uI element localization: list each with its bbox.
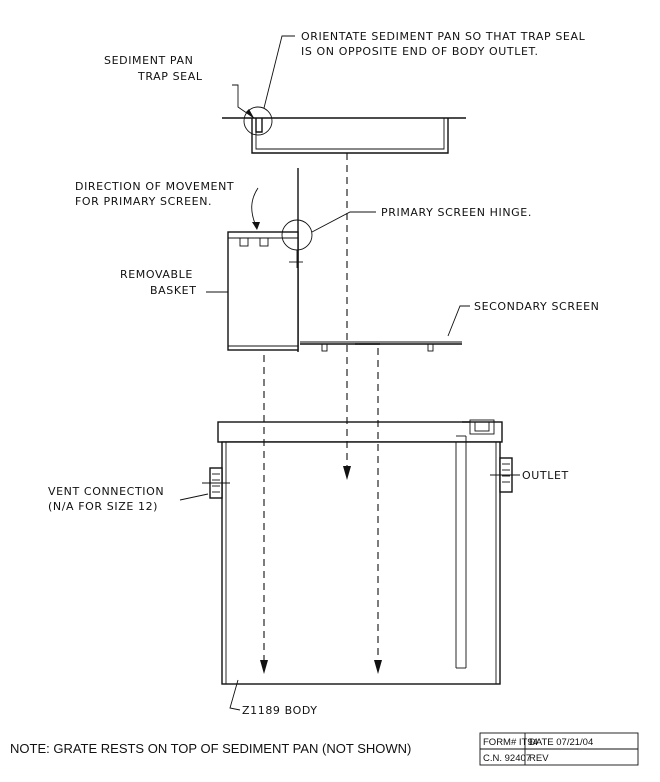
label-sediment-pan: SEDIMENT PAN (104, 54, 193, 67)
label-direction-line2: FOR PRIMARY SCREEN. (75, 195, 212, 208)
label-body: Z1189 BODY (242, 704, 318, 717)
assembly-lines (260, 153, 382, 674)
title-block-cn: C.N. 92407 (483, 753, 531, 764)
label-orientate-line2: IS ON OPPOSITE END OF BODY OUTLET. (301, 45, 539, 58)
primary-screen-hinge (281, 219, 313, 268)
leader-lines (179, 35, 518, 711)
grate-note: NOTE: GRATE RESTS ON TOP OF SEDIMENT PAN… (10, 741, 411, 756)
title-block-date: DATE 07/21/04 (529, 737, 593, 748)
title-block: FORM# IT94 DATE 07/21/04 C.N. 92407 REV (479, 732, 639, 766)
label-outlet: OUTLET (522, 469, 569, 482)
label-vent-na: (N/A FOR SIZE 12) (48, 500, 158, 513)
label-direction-line1: DIRECTION OF MOVEMENT (75, 180, 234, 193)
sediment-pan (222, 106, 466, 154)
label-trap-seal: TRAP SEAL (137, 70, 203, 83)
title-block-rev: REV (529, 753, 549, 764)
label-primary-screen-hinge: PRIMARY SCREEN HINGE. (381, 206, 532, 219)
label-secondary-screen: SECONDARY SCREEN (474, 300, 600, 313)
label-orientate-line1: ORIENTATE SEDIMENT PAN SO THAT TRAP SEAL (301, 30, 586, 43)
title-block-form: FORM# IT94 (483, 737, 538, 748)
label-basket: BASKET (150, 284, 197, 297)
z1189-body (202, 419, 520, 685)
label-vent-connection: VENT CONNECTION (48, 485, 164, 498)
label-removable: REMOVABLE (120, 268, 193, 281)
removable-basket (227, 168, 299, 352)
secondary-screen (300, 341, 462, 352)
